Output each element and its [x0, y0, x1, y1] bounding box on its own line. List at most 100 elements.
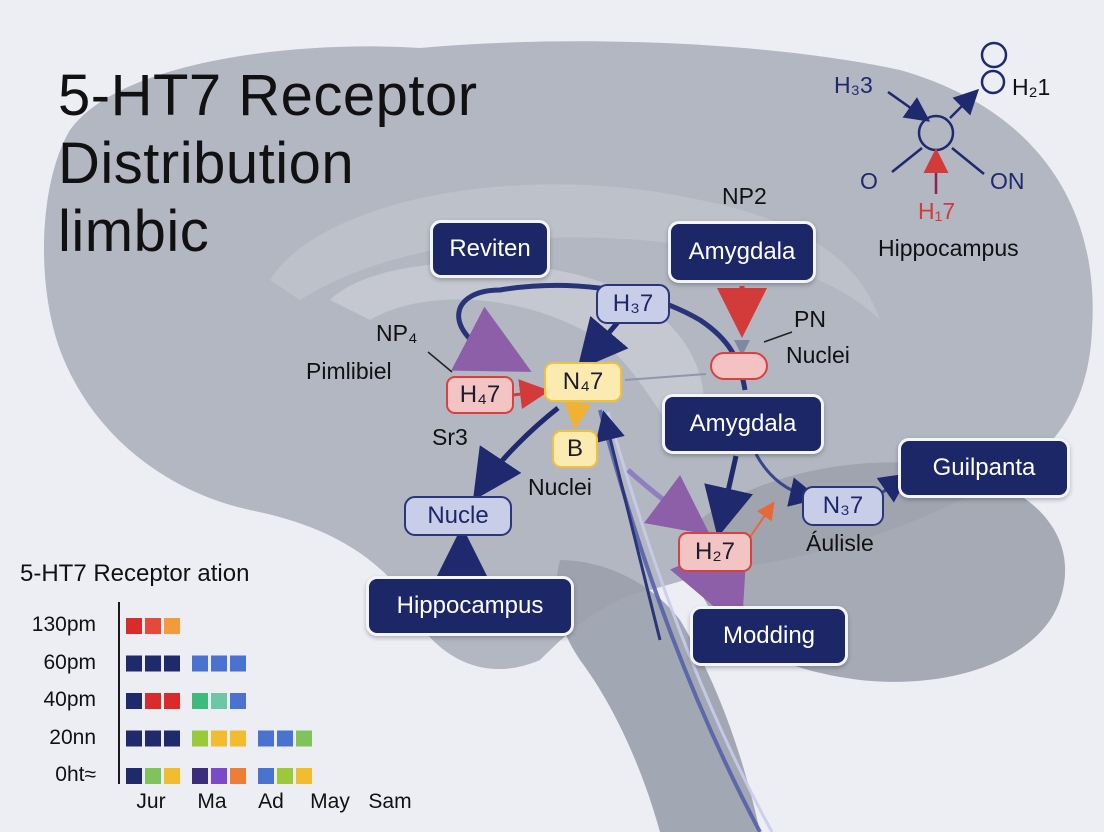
- chart-cell: [211, 768, 227, 784]
- box-amygdala-mid[interactable]: Amygdala: [662, 394, 824, 454]
- box-modding[interactable]: Modding: [690, 606, 848, 666]
- chart-cell: [192, 768, 208, 784]
- chart-cell: [192, 655, 208, 672]
- box-amygdala-top[interactable]: Amygdala: [668, 221, 816, 283]
- chart-cell: [126, 693, 142, 709]
- chart-cell: [277, 730, 293, 747]
- arrow-h27-out-orange: [747, 501, 775, 541]
- box-nucle[interactable]: Nucle: [404, 496, 512, 536]
- chart-cell: [211, 730, 227, 747]
- y-tick-label: 130pm: [31, 613, 96, 636]
- connector-n47-to-pill: [624, 373, 707, 381]
- title-line-3: limbic: [58, 198, 210, 264]
- chart-cell: [192, 730, 208, 747]
- molecule-top-ring-2: [980, 69, 1006, 95]
- x-tick-label: Ad: [258, 790, 284, 813]
- molecule-bond-top-left: [887, 90, 931, 122]
- brainstem-shape: [556, 560, 760, 832]
- chart-cell: [296, 730, 312, 747]
- chart-cell: [164, 730, 180, 747]
- molecule-label-top-left: H₃3: [834, 72, 873, 98]
- label-sr3: Sr3: [432, 424, 468, 450]
- box-guilpanta[interactable]: Guilpanta: [898, 438, 1070, 498]
- box-b[interactable]: B: [552, 430, 598, 468]
- y-tick-label: 0ht≈: [55, 763, 96, 786]
- chart-cell: [164, 768, 180, 784]
- chart-cell: [126, 618, 142, 634]
- arrow-n37-to-guilpanta: [876, 473, 910, 503]
- x-tick-label: May: [310, 790, 350, 813]
- molecule-top-ring: [980, 41, 1008, 69]
- chart-cell: [164, 693, 180, 709]
- molecule-bond-left: [891, 147, 923, 173]
- molecule-label-bottom: H₁7: [918, 198, 956, 224]
- x-tick-label: Sam: [368, 790, 412, 813]
- chart-cell: [211, 693, 227, 709]
- molecule-label-left: O: [860, 168, 878, 194]
- x-tick-label: Ma: [197, 790, 227, 813]
- molecule-bond-right: [951, 147, 985, 175]
- status-pill-empty[interactable]: [710, 352, 768, 380]
- arrow-n47-to-nucle: [472, 406, 560, 501]
- label-nuclei-mid: Nuclei: [528, 474, 592, 500]
- ascending-tract-arrow: [595, 410, 662, 641]
- molecule-caption: Hippocampus: [878, 235, 1019, 261]
- y-tick-label: 20nn: [49, 726, 96, 749]
- chart-cell: [211, 655, 227, 672]
- title-line-2: Distribution: [58, 130, 355, 196]
- chart-cell: [258, 730, 274, 747]
- chart-title: 5-HT7 Receptor ation: [20, 560, 250, 587]
- chart-cell: [126, 730, 142, 747]
- chart-cell: [258, 768, 274, 784]
- label-aulisle: Áulisle: [806, 530, 874, 556]
- box-h4-7[interactable]: H₄7: [446, 376, 514, 414]
- chart-cell: [126, 655, 142, 672]
- arrow-n47-to-b: [564, 399, 592, 430]
- arrow-h47-to-n47: [512, 379, 550, 410]
- box-n3-7[interactable]: N₃7: [802, 486, 884, 526]
- arrow-h27-to-modding: [670, 536, 748, 631]
- chart-cell: [145, 618, 161, 634]
- chart-cell: [230, 768, 246, 784]
- loop-arrowhead-pink: [451, 306, 532, 372]
- arrow-amygdala-to-h27: [704, 455, 753, 538]
- chart-cell: [164, 655, 180, 672]
- chart-y-axis: [118, 602, 120, 784]
- chart-cell: [126, 768, 142, 784]
- box-h2-7[interactable]: H₂7: [678, 532, 752, 572]
- chart-cell: [145, 693, 161, 709]
- x-tick-label: Jur: [136, 790, 166, 813]
- label-np2: NP2: [722, 183, 767, 209]
- chart-cell: [145, 655, 161, 672]
- label-pimlibiel: Pimlibiel: [306, 358, 392, 384]
- title-line-1: 5-HT7 Receptor: [58, 63, 478, 128]
- molecule-label-right: ON: [990, 168, 1025, 194]
- chart-cell: [296, 768, 312, 784]
- molecule-bond-top-right: [949, 88, 980, 119]
- connector-pn-line: [763, 331, 793, 343]
- molecule-label-top-right: H₂1: [1012, 74, 1051, 100]
- arrow-to-h27-purple: [626, 468, 710, 536]
- y-tick-label: 40pm: [43, 688, 96, 711]
- chart-cell: [277, 768, 293, 784]
- label-nuclei-right: Nuclei: [786, 342, 850, 368]
- box-n4-7[interactable]: N₄7: [544, 362, 622, 402]
- label-pn: PN: [794, 306, 826, 332]
- chart-cell: [230, 655, 246, 672]
- label-np4: NP₄: [376, 320, 418, 346]
- chart-cell: [145, 730, 161, 747]
- box-h3-7[interactable]: H₃7: [596, 284, 670, 324]
- chart-cell: [230, 693, 246, 709]
- arrow-h37-to-n47: [577, 315, 629, 371]
- box-reviten[interactable]: Reviten: [430, 220, 550, 278]
- diagram-title: 5-HT7 Receptor Distribution limbic: [58, 62, 478, 266]
- chart-cell: [230, 730, 246, 747]
- y-tick-label: 60pm: [43, 651, 96, 674]
- chart-cell: [192, 693, 208, 709]
- box-hippocampus[interactable]: Hippocampus: [366, 576, 574, 636]
- chart-cell: [145, 768, 161, 784]
- corpus-callosum-shape: [270, 184, 880, 320]
- chart-cell: [164, 618, 180, 634]
